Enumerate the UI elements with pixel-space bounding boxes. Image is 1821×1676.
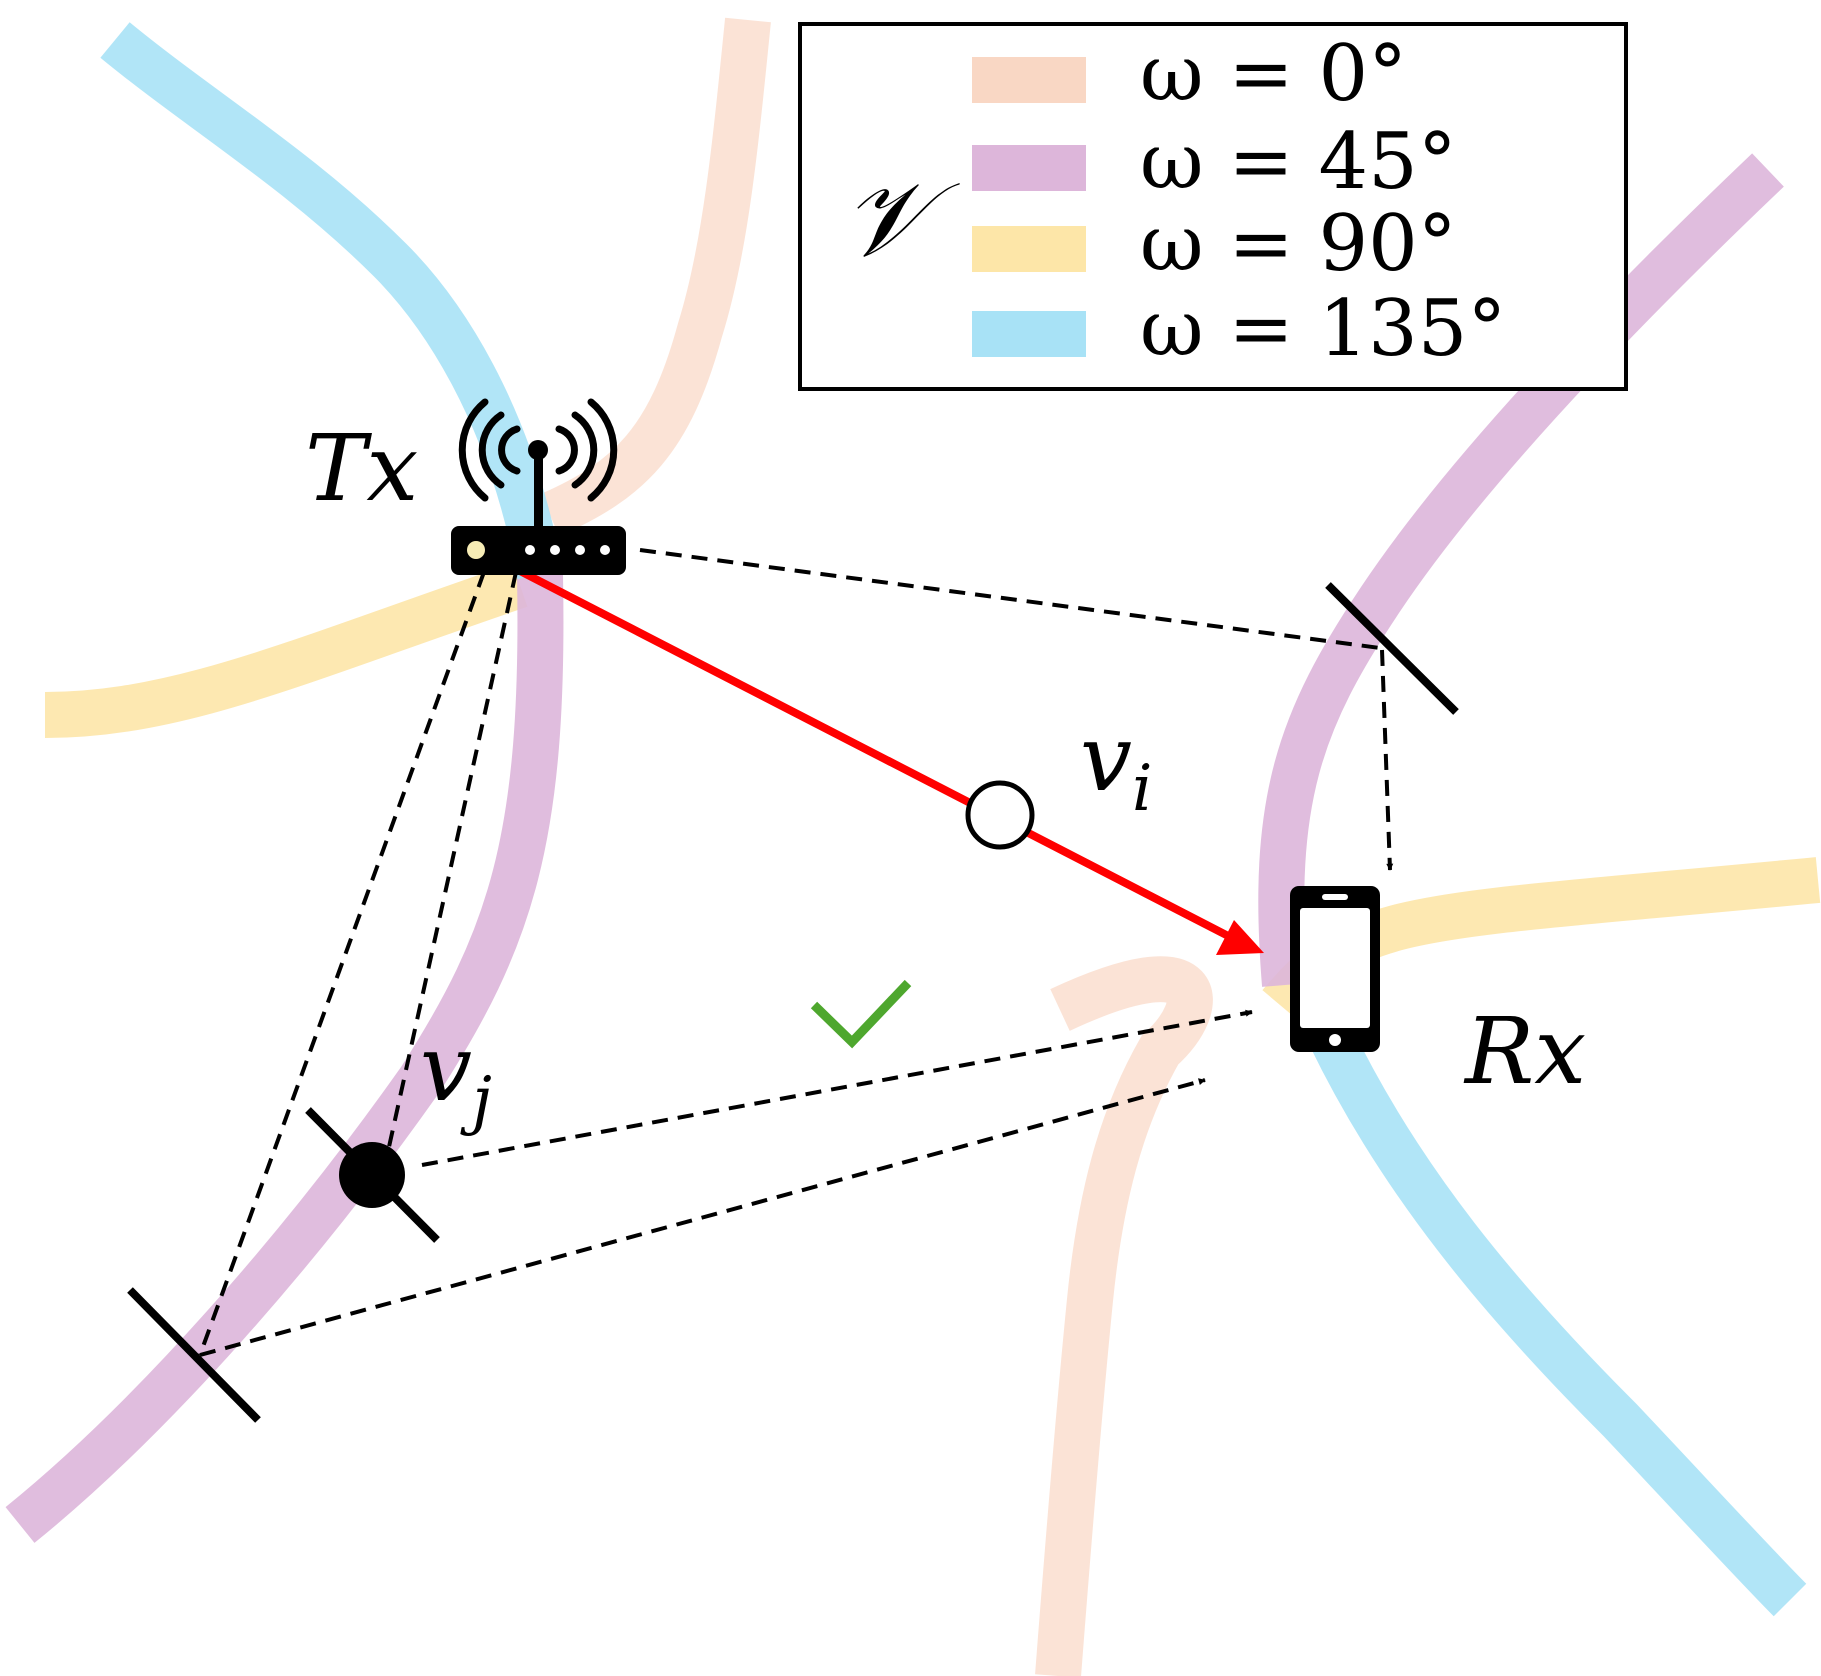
band-omega-135-lower: [1309, 1024, 1807, 1617]
vj-base: v: [420, 1015, 472, 1122]
legend-swatch-omega-135: [972, 311, 1086, 357]
direct-path-line: [516, 566, 1238, 944]
smartphone-icon: [1290, 886, 1380, 1052]
vj-label: vj: [420, 1015, 492, 1138]
legend-label-omega-45: ω = 45°: [1140, 117, 1457, 207]
wifi-router-icon: [451, 398, 626, 575]
legend-label-omega-90: ω = 90°: [1140, 199, 1457, 289]
ray-tx-to-vj: [383, 571, 518, 1166]
vi-label: vi: [1080, 705, 1152, 826]
checkmark-icon: [810, 979, 912, 1049]
direct-path: [516, 566, 1264, 955]
legend-label-omega-0: ω = 0°: [1140, 29, 1407, 119]
rx-label: Rx: [1463, 998, 1586, 1105]
ray-tx-to-right-reflector: [639, 548, 1381, 650]
ray-right-reflector-to-rx: [1380, 649, 1394, 871]
vi-base: v: [1080, 705, 1132, 812]
reflected-paths: [198, 548, 1394, 1357]
direct-path-arrowhead: [1216, 920, 1264, 955]
band-omega-90-left: [44, 563, 528, 738]
reflector-right: [1325, 582, 1459, 715]
legend: 𝒱 ω = 0° ω = 45° ω = 90° ω = 135°: [798, 22, 1628, 391]
ray-tx-to-left-reflector: [198, 571, 486, 1356]
legend-swatch-omega-45: [972, 145, 1086, 191]
ray-vj-to-rx: [421, 1009, 1253, 1167]
band-omega-45-left: [5, 574, 564, 1543]
band-omega-0-lower: [1035, 956, 1213, 1676]
reflector-left: [127, 1287, 261, 1423]
point-vi: [965, 780, 1035, 850]
legend-label-omega-135: ω = 135°: [1140, 284, 1506, 374]
legend-frame: [798, 22, 1628, 391]
ray-left-reflector-to-rx: [199, 1078, 1206, 1357]
legend-swatch-omega-90: [972, 226, 1086, 272]
band-omega-45-right: [1258, 153, 1784, 987]
point-vj: [339, 1142, 405, 1208]
legend-swatch-omega-0: [972, 57, 1086, 103]
tx-label: Tx: [305, 415, 418, 522]
vi-sub: i: [1132, 752, 1152, 826]
band-omega-0-upper: [540, 17, 771, 537]
